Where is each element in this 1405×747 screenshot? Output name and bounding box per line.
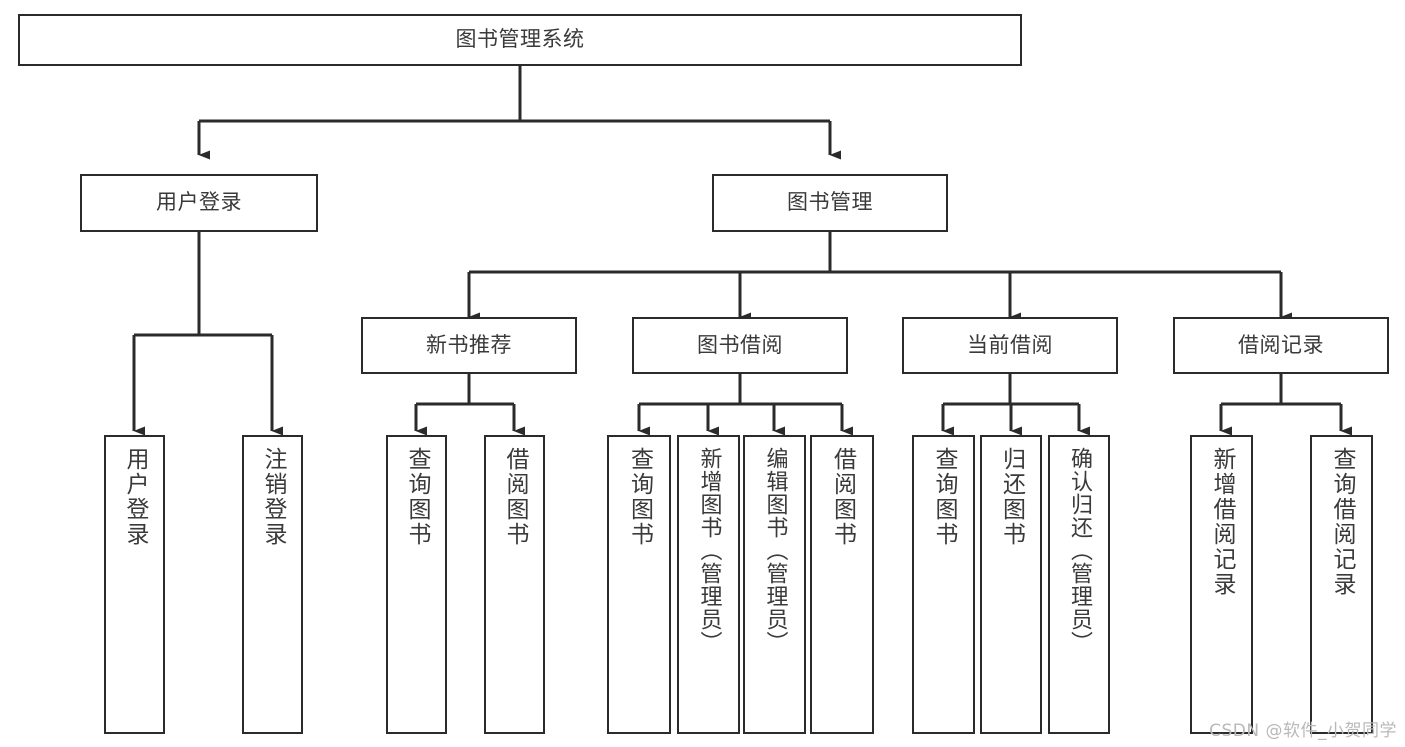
node-label: 用户登录 <box>156 190 242 215</box>
node-leaf-borrow-books-recommend[interactable]: 借阅图书 <box>484 435 545 734</box>
node-book-borrow[interactable]: 图书借阅 <box>632 317 848 374</box>
node-user-login[interactable]: 用户登录 <box>80 174 318 232</box>
node-leaf-query-books-recommend[interactable]: 查询图书 <box>386 435 447 734</box>
node-label: 用户登录 <box>122 447 148 547</box>
node-leaf-user-login[interactable]: 用户登录 <box>104 435 165 734</box>
node-label: 编辑图书（管理员） <box>762 447 788 654</box>
node-new-book-recommend[interactable]: 新书推荐 <box>361 317 577 374</box>
node-borrow-records[interactable]: 借阅记录 <box>1173 317 1389 374</box>
node-label: 新增图书（管理员） <box>696 447 722 654</box>
node-label: 图书管理系统 <box>455 27 585 52</box>
node-label: 查询图书 <box>626 447 653 547</box>
node-current-borrow[interactable]: 当前借阅 <box>902 317 1118 374</box>
node-label: 新增借阅记录 <box>1209 447 1235 597</box>
node-root-library-system[interactable]: 图书管理系统 <box>18 14 1022 66</box>
node-label: 图书借阅 <box>697 332 783 357</box>
node-label: 借阅记录 <box>1238 332 1324 357</box>
node-label: 查询图书 <box>404 447 430 547</box>
node-label: 图书管理 <box>787 190 873 215</box>
node-leaf-query-books-current[interactable]: 查询图书 <box>912 435 975 734</box>
node-leaf-edit-book-admin[interactable]: 编辑图书（管理员） <box>743 435 806 734</box>
node-leaf-add-borrow-record[interactable]: 新增借阅记录 <box>1190 435 1253 734</box>
node-label: 借阅图书 <box>502 447 528 547</box>
node-leaf-return-books[interactable]: 归还图书 <box>980 435 1042 734</box>
node-leaf-query-borrow-record[interactable]: 查询借阅记录 <box>1310 435 1373 734</box>
node-leaf-add-book-admin[interactable]: 新增图书（管理员） <box>677 435 740 734</box>
node-label: 当前借阅 <box>967 332 1053 357</box>
node-leaf-borrow-books[interactable]: 借阅图书 <box>810 435 874 734</box>
node-leaf-confirm-return-admin[interactable]: 确认归还（管理员） <box>1048 435 1110 734</box>
node-leaf-query-books-borrow[interactable]: 查询图书 <box>607 435 671 734</box>
node-leaf-logout[interactable]: 注销登录 <box>242 435 303 734</box>
node-label: 借阅图书 <box>829 447 856 547</box>
node-label: 新书推荐 <box>426 332 512 357</box>
node-label: 注销登录 <box>260 447 286 547</box>
node-book-management[interactable]: 图书管理 <box>712 174 948 232</box>
watermark-text: CSDN @软件_小贺同学 <box>1209 721 1397 741</box>
node-label: 查询借阅记录 <box>1329 447 1355 597</box>
node-label: 归还图书 <box>998 447 1025 547</box>
node-label: 确认归还（管理员） <box>1067 447 1092 654</box>
node-label: 查询图书 <box>931 447 957 547</box>
